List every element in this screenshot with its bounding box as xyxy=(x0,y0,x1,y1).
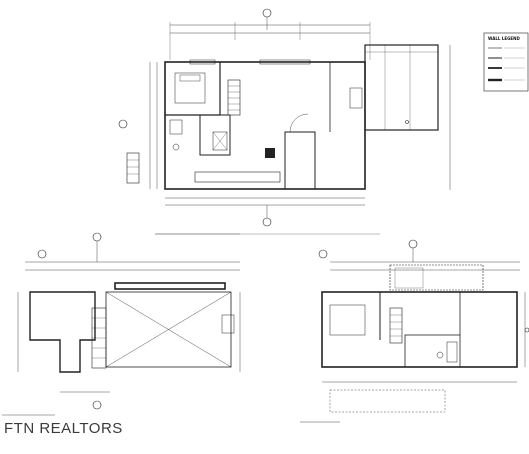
basement-plan xyxy=(300,239,529,423)
main-floor-plan xyxy=(118,8,451,235)
brand-watermark: FTN REALTORS xyxy=(4,420,123,437)
loft-plan xyxy=(2,232,241,416)
wall-legend-title: WALL LEGEND xyxy=(488,36,520,41)
wall-legend-box xyxy=(483,32,529,92)
